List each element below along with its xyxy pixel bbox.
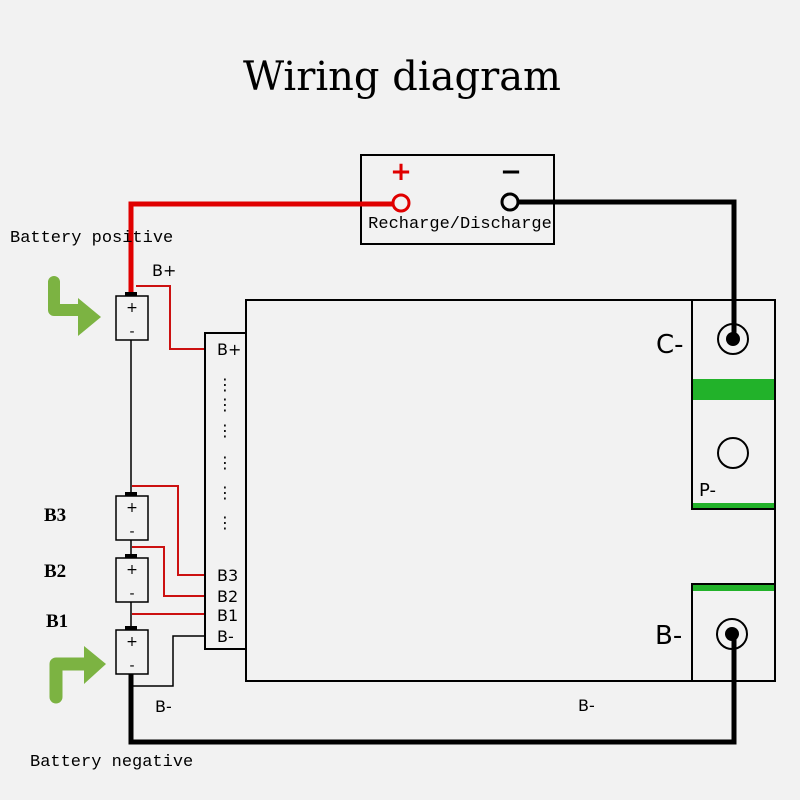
b-plus-wire-label: B+: [152, 261, 176, 280]
cell-top: + -: [115, 292, 149, 341]
diagram-title: Wiring diagram: [243, 54, 561, 100]
connector-pin-b-plus: B+: [217, 340, 241, 359]
connector-pin-b1: B1: [217, 606, 238, 625]
connector-ellipsis: ⋮ ⋮ ⋮ ⋮ ⋮ ⋮: [217, 375, 233, 532]
balance-wire-b3: [132, 485, 206, 576]
p-minus-terminal: [717, 437, 749, 469]
battery-positive-label: Battery positive: [10, 229, 173, 248]
p-minus-label: P-: [699, 480, 716, 501]
c-minus-label: C-: [656, 330, 684, 360]
cell-terminal-cap: [125, 292, 137, 297]
cell-body: [115, 495, 149, 541]
battery-negative-arrow-head-icon: [84, 646, 106, 684]
load-label: Recharge/Discharge: [368, 215, 552, 234]
pad-stripe: [693, 585, 774, 591]
b-minus-pad-label: B-: [655, 621, 682, 651]
cell-minus-sign: -: [129, 524, 134, 540]
balance-wire-b-plus: [136, 285, 206, 350]
cell-plus-sign: +: [126, 300, 138, 316]
balance-wire-b-minus: [131, 635, 206, 687]
cell-terminal-cap: [125, 626, 137, 631]
cell-minus-sign: -: [129, 658, 134, 674]
connector-pin-b-minus: B-: [217, 627, 234, 646]
ellipsis-dots: ⋮: [217, 513, 233, 532]
cell-body: [115, 557, 149, 603]
cell-terminal-cap: [125, 492, 137, 497]
battery-positive-arrow-icon: [48, 276, 86, 316]
ellipsis-dots: ⋮: [217, 453, 233, 472]
negative-main-wire: [128, 636, 737, 745]
pad-stripe: [693, 379, 774, 400]
cell-label-b1: B1: [46, 611, 68, 632]
load-negative-terminal: [500, 192, 520, 212]
cell-b2: + -: [115, 554, 149, 603]
cell-label-b2: B2: [44, 561, 66, 582]
battery-positive-arrow-head-icon: [78, 298, 101, 336]
cell-plus-sign: +: [126, 634, 138, 650]
ellipsis-dots: ⋮: [217, 483, 233, 502]
cell-body: [115, 295, 149, 341]
connector-pin-b2: B2: [217, 587, 238, 606]
load-negative-symbol: −: [500, 157, 522, 187]
positive-main-wire: [128, 201, 393, 296]
pad-stripe: [693, 503, 774, 508]
balance-wire-b2: [132, 546, 206, 597]
ellipsis-dots: ⋮: [217, 375, 233, 394]
cell-label-b3: B3: [44, 505, 66, 526]
cell-minus-sign: -: [129, 586, 134, 602]
cell-b3: + -: [115, 492, 149, 541]
cell-b1: + -: [115, 626, 149, 675]
connector-pin-b3: B3: [217, 566, 238, 585]
load-positive-terminal: [391, 193, 411, 213]
cell-terminal-cap: [125, 554, 137, 559]
c-minus-wire: [518, 199, 737, 338]
cell-minus-sign: -: [129, 324, 134, 340]
cell-plus-sign: +: [126, 562, 138, 578]
battery-negative-arrow-icon: [49, 657, 93, 704]
load-positive-symbol: +: [390, 157, 412, 187]
battery-negative-label: Battery negative: [30, 753, 193, 772]
connector-housing: [204, 332, 247, 650]
ellipsis-dots: ⋮: [217, 395, 233, 414]
balance-connector: B+ ⋮ ⋮ ⋮ ⋮ ⋮ ⋮ B3 B2 B1 B-: [204, 332, 247, 650]
cell-plus-sign: +: [126, 500, 138, 516]
ellipsis-dots: ⋮: [217, 421, 233, 440]
b-minus-wire-label: B-: [155, 697, 172, 716]
bms-board: [245, 299, 776, 682]
load-box: + − Recharge/Discharge: [360, 154, 555, 245]
b-minus-bottom-label: B-: [578, 696, 595, 715]
